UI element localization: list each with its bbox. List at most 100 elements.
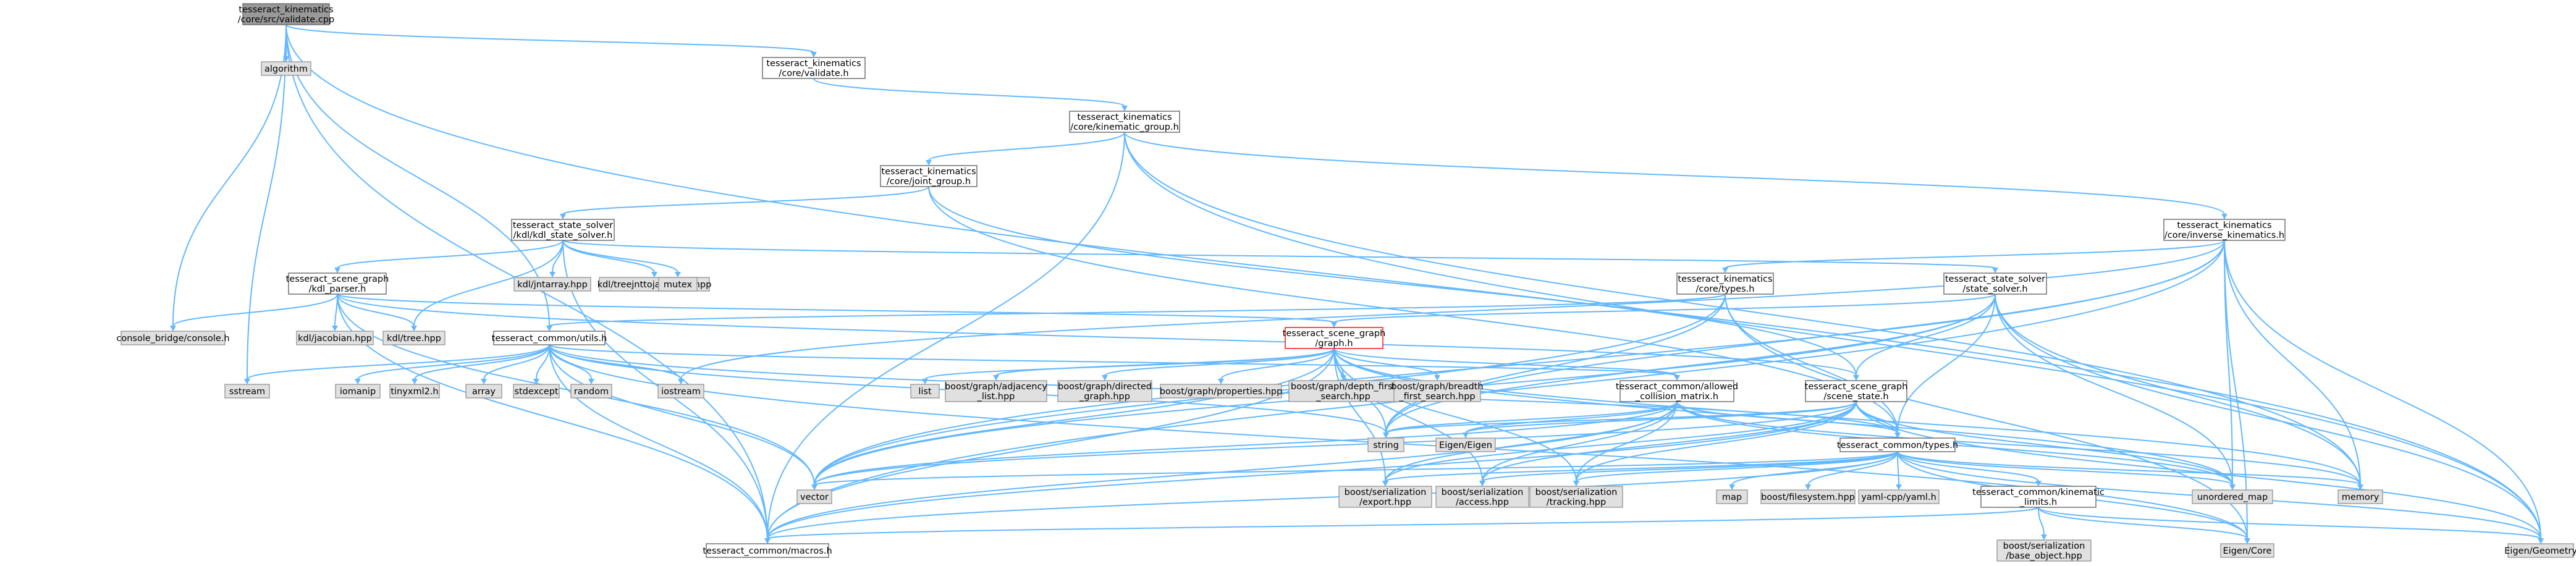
arrowhead-kdl_state_solver_h-to-kdl_jntarray [549,272,555,277]
node-ser_tracking: boost/serialization/tracking.hpp [1529,486,1623,508]
node-tinyxml2: tinyxml2.h [389,384,440,399]
node-label-core_validate_h-line-0: tesseract_kinematics [766,59,861,69]
node-label-kdl_jntarray-line-0: kdl/jntarray.hpp [517,280,588,290]
node-box-iomanip [335,384,381,399]
node-label-state_solver_h-line-1: /state_solver.h [1962,284,2027,294]
node-box-console_bridge [120,331,226,345]
node-box-allowed_collision [1620,380,1734,402]
node-label-mutex-line-0: mutex [664,280,693,290]
arrowhead-limits_h-to-base_object [2041,534,2047,540]
node-label-list-line-0: list [918,387,932,397]
node-inverse_kinematics_h[interactable]: tesseract_kinematics/core/inverse_kinema… [2163,219,2286,241]
arrowhead-utils_h-to-array [481,379,487,384]
node-limits_h[interactable]: tesseract_common/kinematic_limits.h [1972,486,2105,508]
node-common_types_h[interactable]: tesseract_common/types.h [1837,437,1958,452]
node-joint_group_h[interactable]: tesseract_kinematics/core/joint_group.h [880,165,978,187]
node-box-eigen_eigen [1435,437,1496,452]
node-label-core_types_h-line-1: /core/types.h [1696,284,1755,294]
node-label-map-line-0: map [1722,492,1742,502]
edge-state_solver_h-to-scene_state_h [1856,294,1996,376]
node-kdl_jntarray: kdl/jntarray.hpp [513,277,591,292]
edge-scene_state_h-to-eigen_eigen [1465,401,1857,434]
node-utils_h[interactable]: tesseract_common/utils.h [492,331,607,345]
node-label-eigen_eigen-line-0: Eigen/Eigen [1439,441,1492,450]
node-breadth_first: boost/graph/breadth_first_search.hpp [1391,380,1484,402]
node-macros_h[interactable]: tesseract_common/macros.h [703,543,832,558]
node-scene_state_h[interactable]: tesseract_scene_graph/scene_state.h [1805,380,1908,402]
node-eigen_eigen: Eigen/Eigen [1435,437,1496,452]
arrowhead-graph_h-to-directed [1102,375,1108,381]
node-filesystem: boost/filesystem.hpp [1760,489,1856,504]
node-allowed_collision[interactable]: tesseract_common/allowed_collision_matri… [1616,380,1738,402]
arrowhead-kdl_parser_h-to-kdl_jacobian [332,326,338,331]
node-kinematic_group_h[interactable]: tesseract_kinematics/core/kinematic_grou… [1069,111,1180,133]
node-label-properties-line-0: boost/graph/properties.hpp [1160,387,1283,397]
node-label-base_object-line-0: boost/serialization [2003,541,2085,551]
node-vector: vector [796,489,832,504]
node-box-ser_access [1435,486,1529,508]
node-state_solver_h[interactable]: tesseract_state_solver/state_solver.h [1943,272,2047,295]
node-label-adjacency-line-0: boost/graph/adjacency [945,382,1047,392]
node-kdl_jacobian: kdl/jacobian.hpp [296,331,374,345]
node-box-array [465,384,502,399]
node-box-joint_group_h [880,165,978,187]
node-kdl_state_solver_h[interactable]: tesseract_state_solver/kdl/kdl_state_sol… [511,219,615,241]
node-box-depth_first [1288,380,1398,402]
edge-graph_h-to-allowed_collision [1333,348,1678,376]
arrowhead-limits_h-to-eigen_geometry [2538,538,2544,544]
node-box-filesystem [1760,489,1856,504]
node-label-breadth_first-line-0: boost/graph/breadth [1391,382,1483,392]
node-box-state_solver_h [1943,272,2047,295]
node-box-vector [796,489,832,504]
node-label-kdl_state_solver_h-line-0: tesseract_state_solver [513,221,613,230]
arrowhead-common_types_h-to-yaml [1896,484,1902,490]
node-console_bridge: console_bridge/console.h [116,331,230,345]
edge-graph_h-to-memory [1333,348,2361,486]
node-label-unordered_map-line-0: unordered_map [2197,492,2268,502]
node-box-core_types_h [1676,272,1774,295]
edge-validate_cpp-to-eigen_geometry [285,24,2541,539]
node-directed: boost/graph/directed_graph.hpp [1057,380,1152,402]
edge-allowed_collision-to-eigen_eigen [1465,401,1678,434]
edge-utils_h-to-sstream [247,344,550,380]
edge-joint_group_h-to-kdl_state_solver_h [562,186,929,215]
edge-inverse_kinematics_h-to-iostream [680,240,2225,380]
node-label-limits_h-line-1: _limits.h [2019,497,2058,507]
node-label-base_object-line-1: /base_object.hpp [2006,551,2082,561]
node-label-depth_first-line-1: _search.hpp [1315,392,1370,402]
node-graph_h[interactable]: tesseract_scene_graph/graph.h [1283,327,1386,349]
node-core_types_h[interactable]: tesseract_kinematics/core/types.h [1676,272,1774,295]
node-box-inverse_kinematics_h [2163,219,2286,241]
edge-utils_h-to-tinyxml2 [414,344,550,380]
node-kdl_parser_h[interactable]: tesseract_scene_graph/kdl_parser.h [286,272,389,295]
node-label-ser_export-line-0: boost/serialization [1345,488,1427,497]
node-mutex: mutex [658,277,698,292]
node-box-mutex [658,277,698,292]
node-label-ser_export-line-1: /export.hpp [1359,497,1411,507]
node-label-random-line-0: random [574,387,609,397]
edge-common_types_h-to-ser_export [1385,451,1898,482]
node-box-sstream [224,384,270,399]
edge-allowed_collision-to-string [1385,401,1678,434]
edge-graph_h-to-properties [1220,348,1335,380]
edge-inverse_kinematics_h-to-memory [2224,240,2361,486]
arrowhead-validate_cpp-to-core_validate_h [811,52,817,57]
node-label-scene_state_h-line-1: /scene_state.h [1823,392,1888,402]
node-label-eigen_geometry-line-0: Eigen/Geometry [2504,546,2576,556]
node-validate_cpp[interactable]: tesseract_kinematics/core/src/validate.c… [238,3,334,25]
arrowhead-state_solver_h-to-graph_h [1331,322,1337,327]
edge-utils_h-to-iomanip [357,344,550,380]
arrowhead-core_types_h-to-utils_h [546,326,552,331]
edge-kinematic_group_h-to-eigen_geometry [1124,132,2541,539]
node-box-stdexcept [513,384,560,399]
arrowhead-utils_h-to-iomanip [355,379,361,384]
arrowhead-graph_h-to-adjacency [993,375,999,381]
node-box-adjacency [945,380,1047,402]
node-label-allowed_collision-line-0: tesseract_common/allowed [1616,382,1738,392]
node-label-joint_group_h-line-0: tesseract_kinematics [881,167,976,177]
edge-scene_state_h-to-ser_export [1385,401,1857,482]
edge-kinematic_group_h-to-memory [1124,132,2361,486]
arrowhead-kdl_state_solver_h-to-kdl_treejnt [651,272,657,277]
node-core_validate_h[interactable]: tesseract_kinematics/core/validate.h [762,57,866,79]
